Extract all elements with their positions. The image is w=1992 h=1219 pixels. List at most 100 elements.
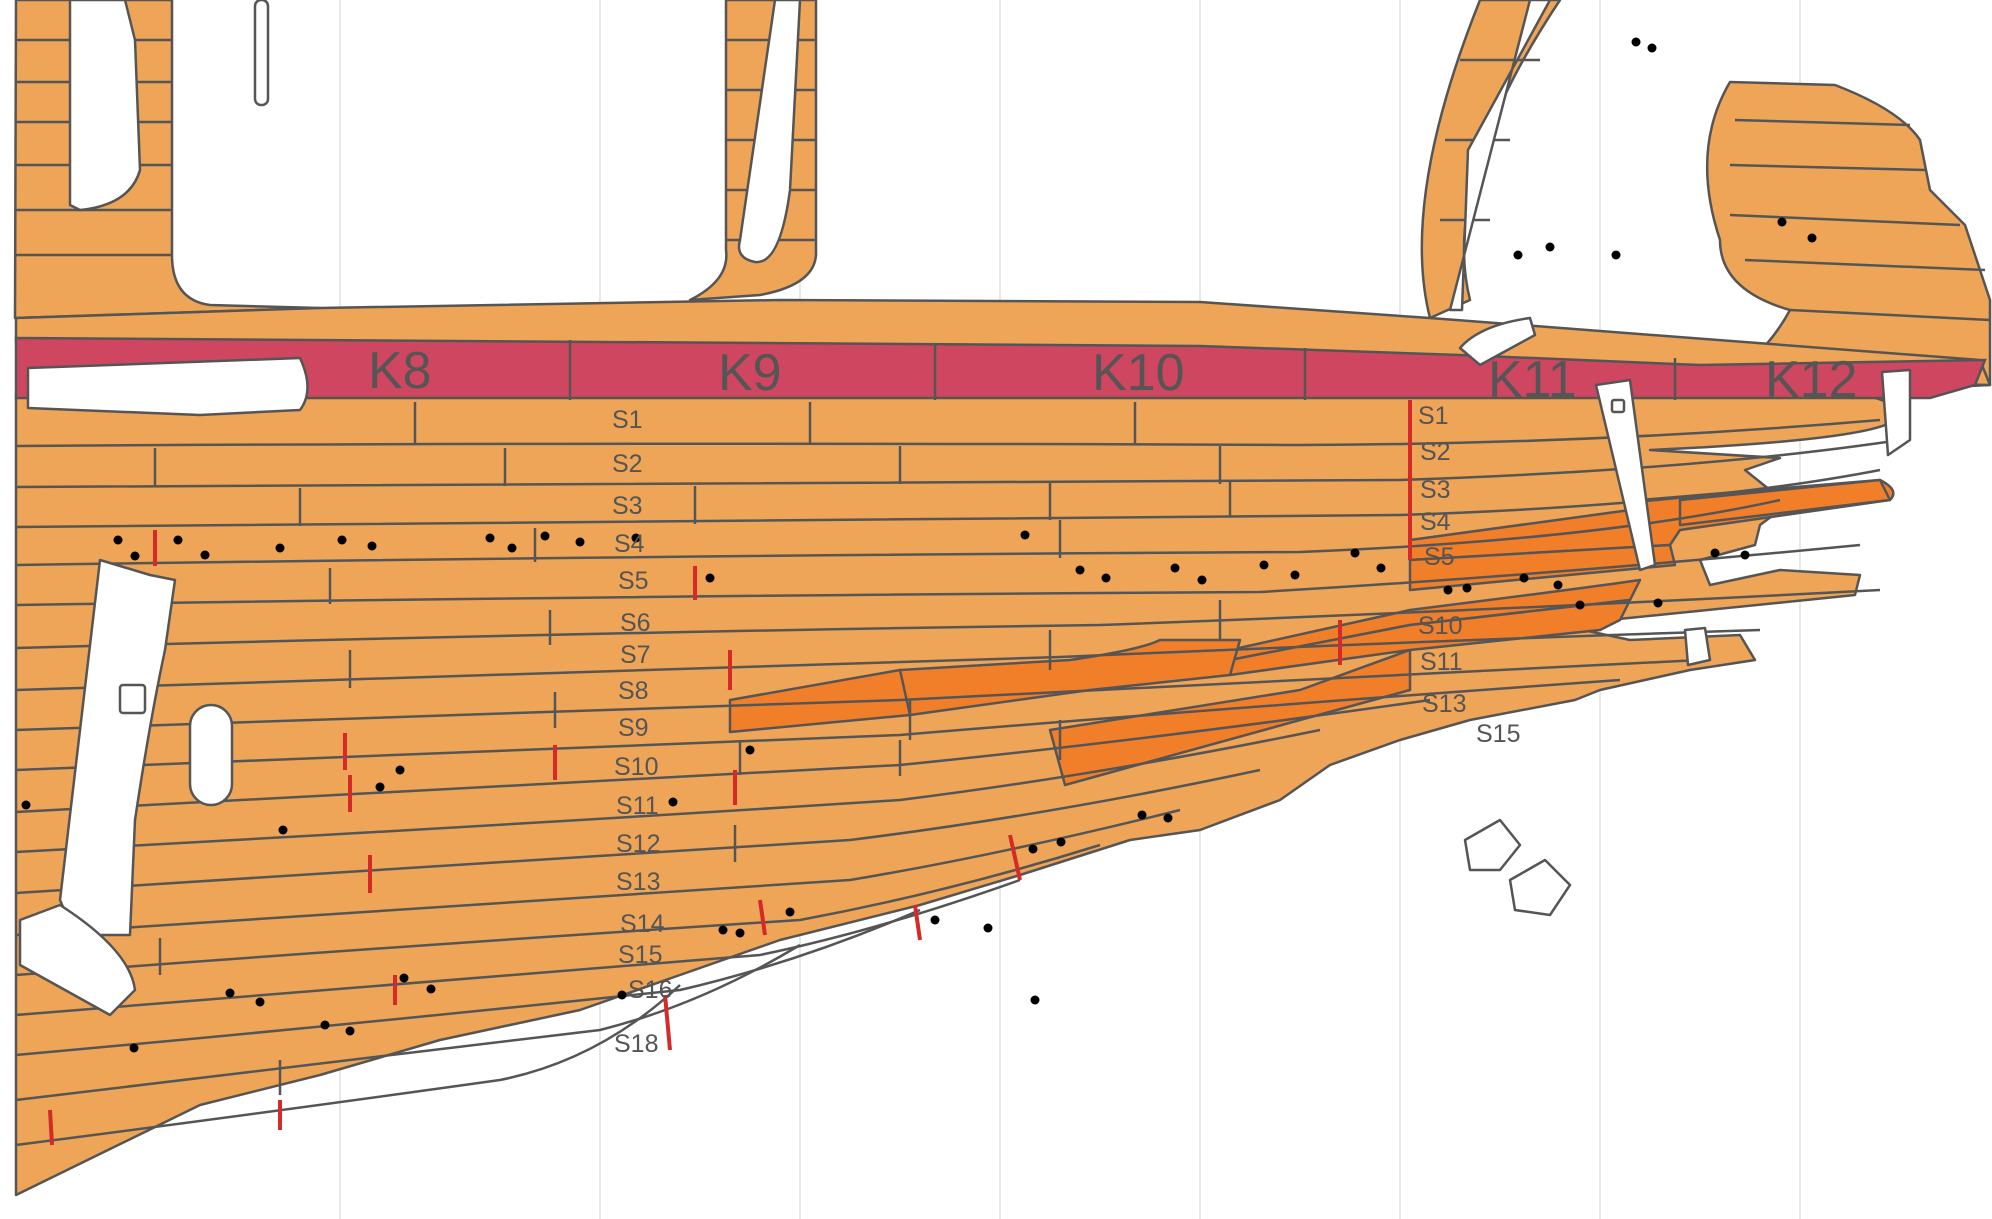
frame-left-diagonal (58, 558, 177, 937)
strake-label-s6: S6 (620, 609, 651, 637)
strake-label-right-s3: S3 (1420, 476, 1451, 504)
strake-label-s4: S4 (614, 530, 645, 558)
keel-band (14, 336, 1987, 400)
strake-label-s9: S9 (618, 714, 649, 742)
treenail-dot (1030, 995, 1040, 1005)
treenail-dot (718, 925, 728, 935)
treenail-dot (395, 765, 405, 775)
keel-label-k8: K8 (368, 342, 432, 400)
frame-far-right-post (1880, 368, 1912, 457)
treenail-dot (399, 973, 409, 983)
treenail-dot (1259, 560, 1269, 570)
treenail-dot (1170, 563, 1180, 573)
treenail-dot (983, 923, 993, 933)
strake-label-right-s15: S15 (1476, 720, 1520, 748)
treenail-dot (367, 541, 377, 551)
frame-top-slot (253, 0, 270, 107)
strake-label-s13: S13 (616, 868, 660, 896)
treenail-dot (1611, 250, 1621, 260)
strake-label-s16: S16 (628, 976, 672, 1004)
frames (18, 0, 1912, 1017)
treenail-dot (507, 543, 517, 553)
upper-planking-seams (16, 38, 1991, 322)
strake-label-right-s5: S5 (1424, 543, 1455, 571)
treenail-dot (1653, 598, 1663, 608)
upper-right-planking (1420, 0, 1562, 320)
frame-tenon-2 (1610, 398, 1626, 414)
treenail-dot (631, 533, 641, 543)
treenail-dot (1575, 600, 1585, 610)
strake-label-s10: S10 (614, 753, 658, 781)
upper-left-planking (13, 0, 322, 320)
treenail-dot (1075, 565, 1085, 575)
frame-loose-block-1 (1463, 818, 1522, 872)
strake-label-right-s13: S13 (1422, 690, 1466, 718)
fastenings (21, 37, 1817, 1053)
treenail-dot (337, 535, 347, 545)
treenail-dot (785, 907, 795, 917)
frame-loose-block-2 (1508, 858, 1572, 917)
treenail-dot (745, 745, 755, 755)
treenail-dot (275, 543, 285, 553)
treenail-dot (930, 915, 940, 925)
treenail-dot (1290, 570, 1300, 580)
frame-top-middle (737, 0, 802, 264)
treenail-dot (200, 550, 210, 560)
treenail-dot (575, 537, 585, 547)
frame-right-post (1594, 378, 1657, 572)
treenail-dot (1462, 583, 1472, 593)
treenail-dot (1513, 250, 1523, 260)
strake-label-s8: S8 (618, 677, 649, 705)
treenail-dot (278, 825, 288, 835)
frame-top-left (68, 0, 142, 212)
treenail-dot (1443, 585, 1453, 595)
keel-label-k11: K11 (1488, 351, 1577, 409)
strake-label-s5: S5 (618, 567, 649, 595)
strake-label-s2: S2 (612, 450, 643, 478)
frame-top-right (1448, 0, 1552, 312)
treenail-dot (705, 573, 715, 583)
strake-label-s3: S3 (612, 492, 643, 520)
strake-label-s7: S7 (620, 641, 651, 669)
treenail-dot (1056, 837, 1066, 847)
strake-label-s11: S11 (616, 792, 659, 820)
strake-label-right-s11: S11 (1420, 648, 1463, 676)
strake-label-right-s2: S2 (1420, 438, 1451, 466)
treenail-dot (426, 984, 436, 994)
treenail-dot (1519, 573, 1529, 583)
strake-label-right-s10: S10 (1418, 612, 1462, 640)
treenail-dot (1631, 37, 1641, 47)
treenail-dot (173, 535, 183, 545)
treenail-dot (130, 551, 140, 561)
keel-label-k9: K9 (718, 344, 782, 402)
treenail-dot (1807, 233, 1817, 243)
butt-joints (48, 400, 1412, 1146)
strake-label-s15: S15 (618, 941, 662, 969)
strake-label-right-s1: S1 (1418, 402, 1449, 430)
treenail-dot (375, 782, 385, 792)
treenail-dot (1020, 530, 1030, 540)
strake-label-s18: S18 (614, 1030, 658, 1058)
treenail-dot (255, 997, 265, 1007)
keel-label-k12: K12 (1765, 351, 1858, 409)
frame-right-wedge (1458, 316, 1537, 367)
treenail-dot (1376, 563, 1386, 573)
treenail-dot (1101, 573, 1111, 583)
treenail-dot (1710, 548, 1720, 558)
treenail-dot (225, 988, 235, 998)
strake-labels-left: S1 S2 S3 S4 S5 S6 S7 S8 S9 S10 S11 S12 S… (612, 406, 672, 1058)
treenail-dot (1350, 548, 1360, 558)
treenail-dot (1028, 844, 1038, 854)
treenail-dot (129, 1043, 139, 1053)
keel-divisions (568, 340, 1677, 400)
treenail-dot (1163, 813, 1173, 823)
treenail-dot (1137, 810, 1147, 820)
strake-label-s1: S1 (612, 406, 643, 434)
keel-labels: K8 K9 K10 K11 K12 (368, 342, 1858, 409)
frame-left-keel (26, 356, 309, 417)
treenail-dot (320, 1020, 330, 1030)
keel-label-k10: K10 (1092, 344, 1185, 402)
frame-small-right (1683, 626, 1712, 667)
treenail-dot (1647, 43, 1657, 53)
